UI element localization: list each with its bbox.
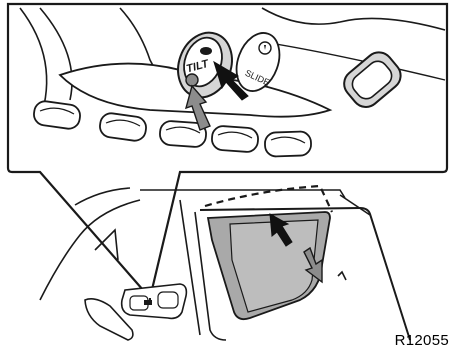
interior-view — [40, 186, 410, 340]
tilt-icon — [200, 47, 212, 55]
figure-reference: R12055 — [395, 332, 449, 349]
